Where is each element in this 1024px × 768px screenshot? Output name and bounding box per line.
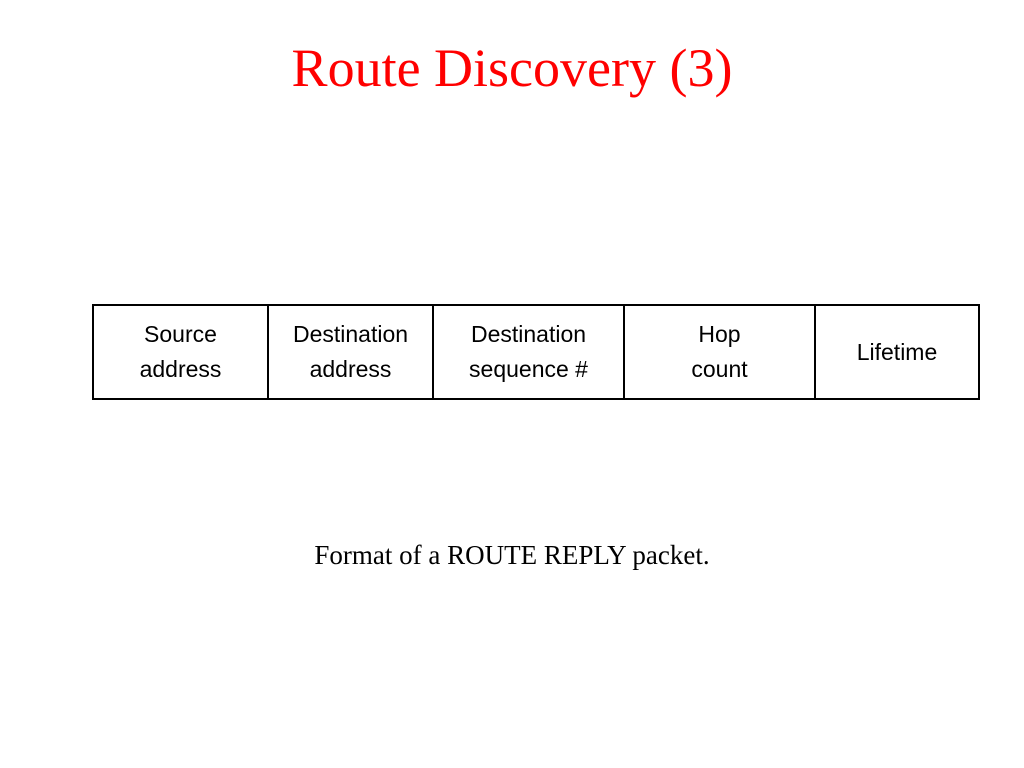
packet-field-source-address: Source address <box>94 306 269 398</box>
field-label-line2: address <box>309 356 392 382</box>
packet-field-destination-address: Destination address <box>269 306 434 398</box>
field-label-line2: address <box>139 356 222 382</box>
field-label-line2: count <box>691 356 748 382</box>
figure-caption: Format of a ROUTE REPLY packet. <box>314 540 710 570</box>
slide-title: Route Discovery (3) <box>291 38 733 98</box>
field-label-line2: sequence # <box>469 356 588 382</box>
field-label-line1: Lifetime <box>856 338 938 365</box>
packet-field-destination-sequence: Destination sequence # <box>434 306 625 398</box>
field-label-line1: Hop <box>698 321 741 347</box>
packet-field-lifetime: Lifetime <box>816 306 978 398</box>
field-label-line1: Destination <box>292 321 409 347</box>
packet-field-hop-count: Hop count <box>625 306 816 398</box>
route-reply-packet-diagram: Source address Destination address Desti… <box>92 304 980 400</box>
field-label-line1: Destination <box>470 321 587 347</box>
field-label-line1: Source <box>144 321 217 347</box>
